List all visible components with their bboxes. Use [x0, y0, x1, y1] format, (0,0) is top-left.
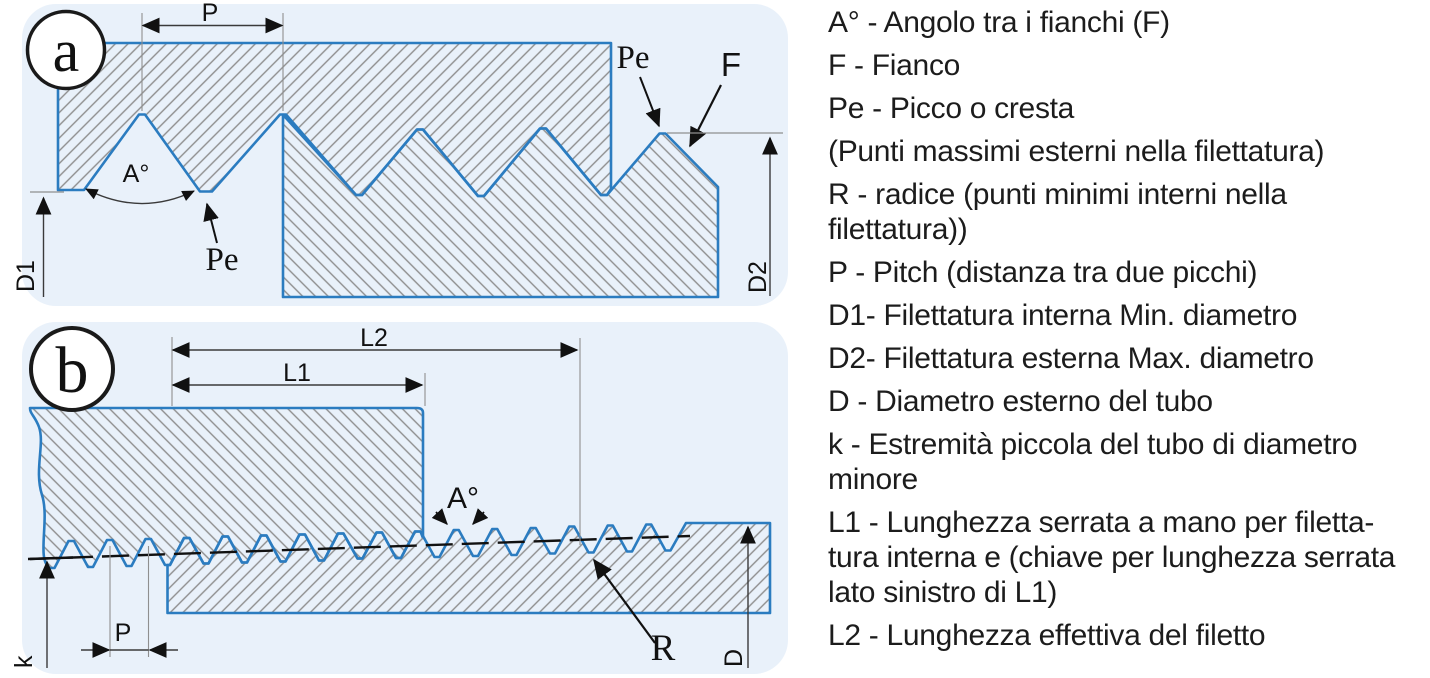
legend-item-flank: F - Fianco [828, 49, 961, 82]
legend-item-l2: L2 - Lunghezza effettiva del filetto [828, 619, 1266, 652]
angle-label-b: A° [447, 482, 479, 515]
angle-arrow-left-b [431, 508, 448, 525]
flank-leader [689, 84, 722, 148]
pe-top-leader [639, 76, 661, 128]
p-label-a: P [202, 0, 219, 27]
external-thread-section-b [166, 521, 772, 615]
legend-item-d1: D1- Filettatura interna Min. diametro [828, 299, 1298, 332]
d2-label: D2 [744, 261, 772, 293]
flank-label: F [721, 46, 741, 83]
angle-arc-a [85, 188, 195, 205]
l1-label: L1 [283, 359, 311, 387]
badge-b-label: b [56, 334, 89, 407]
p-label-b: P [115, 619, 132, 647]
thread-diagrams: P A° Pe Pe F D1 D2 a [10, 0, 788, 674]
root-label: R [651, 628, 676, 669]
legend-item-crest-note: (Punti massimi esterni nella filettatura… [828, 135, 1325, 168]
pe-bottom-label: Pe [206, 242, 239, 278]
badge-a-label: a [53, 18, 80, 84]
badge-a-circle [25, 9, 107, 91]
legend-item-d: D - Diametro esterno del tubo [828, 385, 1213, 418]
l2-label: L2 [360, 324, 388, 352]
root-leader [593, 558, 656, 644]
legend: A° - Angolo tra i fianchi (F) F - Fianco… [824, 0, 1428, 661]
external-thread-section-a [281, 113, 720, 299]
badge-b-circle [29, 326, 115, 412]
legend-item-crest: Pe - Picco o cresta [828, 92, 1075, 125]
legend-item-root: R - radice (punti minimi interni nella f… [828, 178, 1287, 246]
k-extension [27, 556, 74, 561]
legend-item-d2: D2- Filettatura esterna Max. diametro [828, 342, 1314, 375]
pe-bottom-leader [203, 202, 219, 244]
angle-label-a: A° [123, 160, 150, 188]
d-label: D [720, 649, 748, 667]
angle-arrow-right-b [472, 508, 489, 525]
legend-item-k: k - Estremità piccola del tubo di diamet… [828, 428, 1358, 496]
legend-item-l1: L1 - Lunghezza serrata a mano per filett… [828, 506, 1396, 609]
pe-top-label: Pe [617, 40, 650, 76]
legend-item-angle: A° - Angolo tra i fianchi (F) [828, 6, 1170, 39]
k-label: k [10, 655, 38, 668]
d1-label: D1 [12, 260, 40, 292]
legend-item-pitch: P - Pitch (distanza tra due picchi) [828, 256, 1258, 289]
